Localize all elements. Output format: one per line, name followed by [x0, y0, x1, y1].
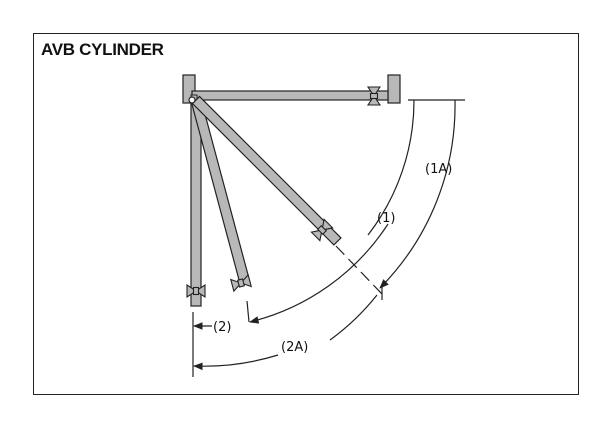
diagonal-arm — [191, 95, 342, 246]
arc-1-lower — [249, 223, 389, 324]
pivot-point — [188, 96, 196, 104]
label-1a: (1A) — [425, 162, 452, 177]
arc-1a — [379, 99, 456, 289]
arc-1 — [367, 99, 415, 236]
label-1: (1) — [377, 211, 395, 226]
label-2a: (2A) — [281, 340, 308, 355]
top-arm — [182, 74, 401, 104]
arc-2a — [329, 294, 378, 341]
arc-2a-lower — [193, 354, 279, 371]
diagram-title: AVB CYLINDER — [41, 40, 164, 59]
label-2: (2) — [213, 320, 231, 335]
